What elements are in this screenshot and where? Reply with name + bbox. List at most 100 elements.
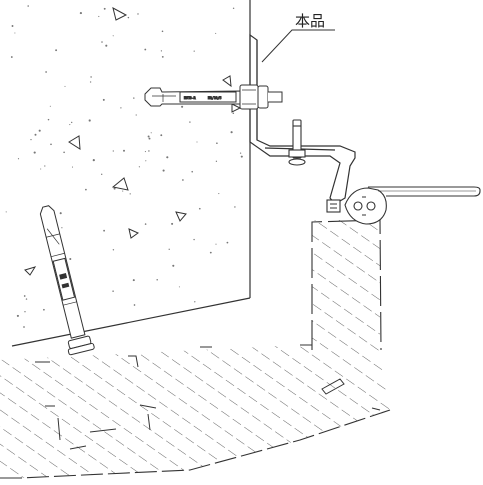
tip-bolt [326,199,341,213]
floor-expansion-anchor [39,205,95,356]
cover-plate [368,186,481,197]
stipple-dot [232,112,235,114]
stipple-dot [102,98,105,101]
stipple-dot [101,41,103,43]
stipple-dot [148,150,150,152]
stipple-dot [30,138,32,141]
stipple-dot [144,48,147,51]
aggregate-triangles [24,7,242,276]
stipple-dot [216,142,218,144]
anchor-marking-2: M8/10/5 [208,96,222,100]
seal-cavity-icon [366,201,376,211]
concrete-aggregate-triangle-icon [222,75,232,88]
stipple-dot [234,206,236,208]
stipple-dot [172,264,175,267]
wall-bottom-line [11,297,251,347]
stipple-dot [55,49,58,52]
stipple-dot [71,121,73,124]
stipple-dot [196,141,198,143]
concrete-aggregate-triangle-icon [68,135,81,150]
stipple-dot [64,85,66,87]
stipple-dot [145,160,147,162]
concrete-aggregate-triangle-icon [111,177,129,191]
vertical-bracket-bolt [288,119,306,166]
horizontal-expansion-anchor: HST3-R M8/10/5 [144,84,283,110]
stipple-dot [194,301,196,303]
stipple-dot [171,222,174,225]
stipple-dot [43,308,45,311]
stipple-dot [133,304,136,306]
stipple-dot [160,50,163,52]
pier-block [300,219,382,351]
angle-bracket [249,33,356,205]
stipple-dot [16,314,19,317]
stipple-dot [160,134,163,137]
stipple-dot [10,56,13,58]
stipple-dot [191,170,193,173]
stipple-dot [148,137,151,140]
stipple-dot [193,238,195,241]
stipple-dot [215,32,217,34]
stipple-dot [135,114,137,116]
stipple-dot [40,168,42,170]
stipple-dot [98,15,100,18]
concrete-aggregate-triangle-icon [112,7,128,21]
rubber-seal [344,187,387,225]
stipple-dot [138,166,141,168]
stipple-dot [232,7,235,10]
stipple-dot [101,173,103,175]
stipple-dot [226,241,229,244]
stipple-dot [44,165,46,167]
stipple-dot [215,160,218,162]
stipple-dot [156,278,158,281]
stipple-dot [112,249,115,251]
stipple-dot [215,243,217,245]
stipple-dot [113,187,116,190]
stipple-dot [88,119,91,122]
stipple-dot [120,107,122,109]
stipple-dot [218,193,220,195]
stipple-dot [103,229,105,232]
stipple-dot [24,311,26,313]
stipple-dot [85,188,87,191]
stipple-dot [147,135,150,138]
concrete-aggregate-triangle-icon [24,266,37,276]
stipple-dot [69,257,72,261]
hex-nut-icon [239,84,259,110]
stipple-dot [239,152,242,154]
stipple-dot [209,251,212,254]
stipple-dot [178,286,180,288]
concrete-wall [0,0,251,347]
stipple-dot [5,211,7,213]
stipple-dot [240,155,243,158]
stipple-dot [69,124,71,126]
stipple-dot [129,193,131,195]
stipple-dot [105,44,108,47]
callout-leader [261,29,335,63]
stipple-dot [47,118,50,121]
stipple-dot [79,12,82,15]
stipple-dot [168,248,170,250]
stipple-dot [92,159,95,162]
stipple-dot [123,149,125,152]
stipple-dot [14,32,16,34]
stipple-dot [45,71,47,73]
stipple-dot [23,295,26,297]
stipple-dot [61,227,63,229]
stipple-dot [161,55,164,58]
concrete-aggregate-triangle-icon [175,211,187,222]
stipple-dot [11,25,14,27]
stipple-dot [103,7,106,10]
stipple-dot [132,279,135,282]
stipple-dot [230,131,233,134]
concrete-floor-slab [0,340,391,479]
stipple-dot [133,97,135,99]
stipple-dot [161,30,164,33]
stipple-dot [144,223,147,225]
stipple-dot [38,129,41,132]
concrete-aggregate-triangle-icon [128,228,140,239]
stipple-dot [193,50,195,52]
anchor-marking-1: HST3-R [184,96,196,100]
stipple-dot [90,76,92,78]
product-callout: 本品 [261,12,335,63]
